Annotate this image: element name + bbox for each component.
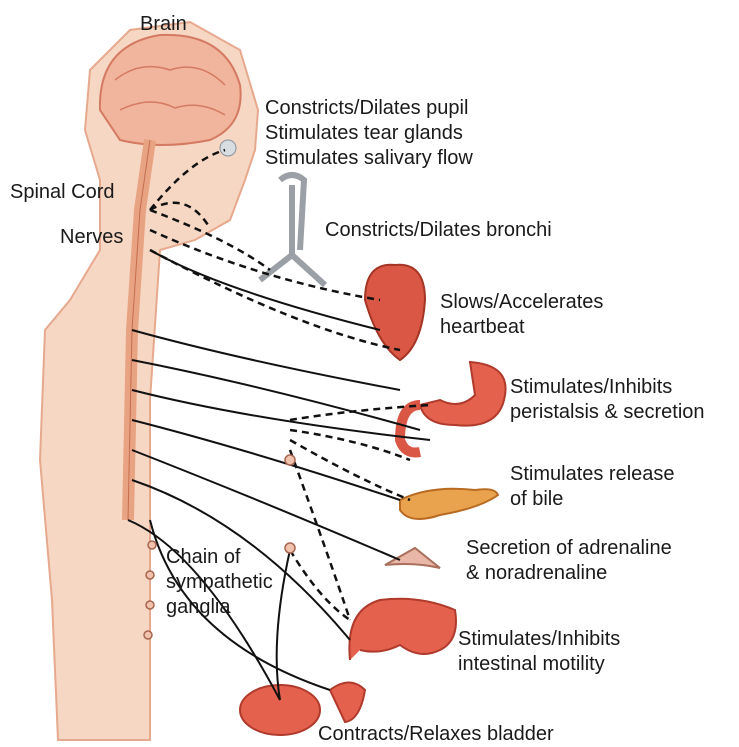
stomach — [420, 362, 506, 426]
intestine — [349, 599, 456, 660]
label-chain-of-ganglia: Chain of sympathetic ganglia — [166, 545, 273, 620]
pancreas — [400, 489, 498, 519]
brain — [100, 35, 241, 145]
label-spinal-cord: Spinal Cord — [10, 180, 115, 205]
label-heart: Slows/Accelerates heartbeat — [440, 290, 603, 340]
label-adrenal: Secretion of adrenaline & noradrenaline — [466, 536, 672, 586]
label-nerves: Nerves — [60, 225, 123, 250]
label-bronchi: Constricts/Dilates bronchi — [325, 218, 552, 243]
label-stomach: Stimulates/Inhibits peristalsis & secret… — [510, 375, 705, 425]
bladder — [240, 685, 320, 735]
label-brain: Brain — [140, 12, 187, 37]
label-bile: Stimulates release of bile — [510, 462, 675, 512]
eye — [220, 140, 236, 156]
label-intestine: Stimulates/Inhibits intestinal motility — [458, 627, 620, 677]
label-eye-effects: Constricts/Dilates pupil Stimulates tear… — [265, 96, 473, 171]
rectum — [330, 683, 365, 723]
label-bladder: Contracts/Relaxes bladder — [318, 722, 554, 747]
heart — [365, 265, 425, 360]
